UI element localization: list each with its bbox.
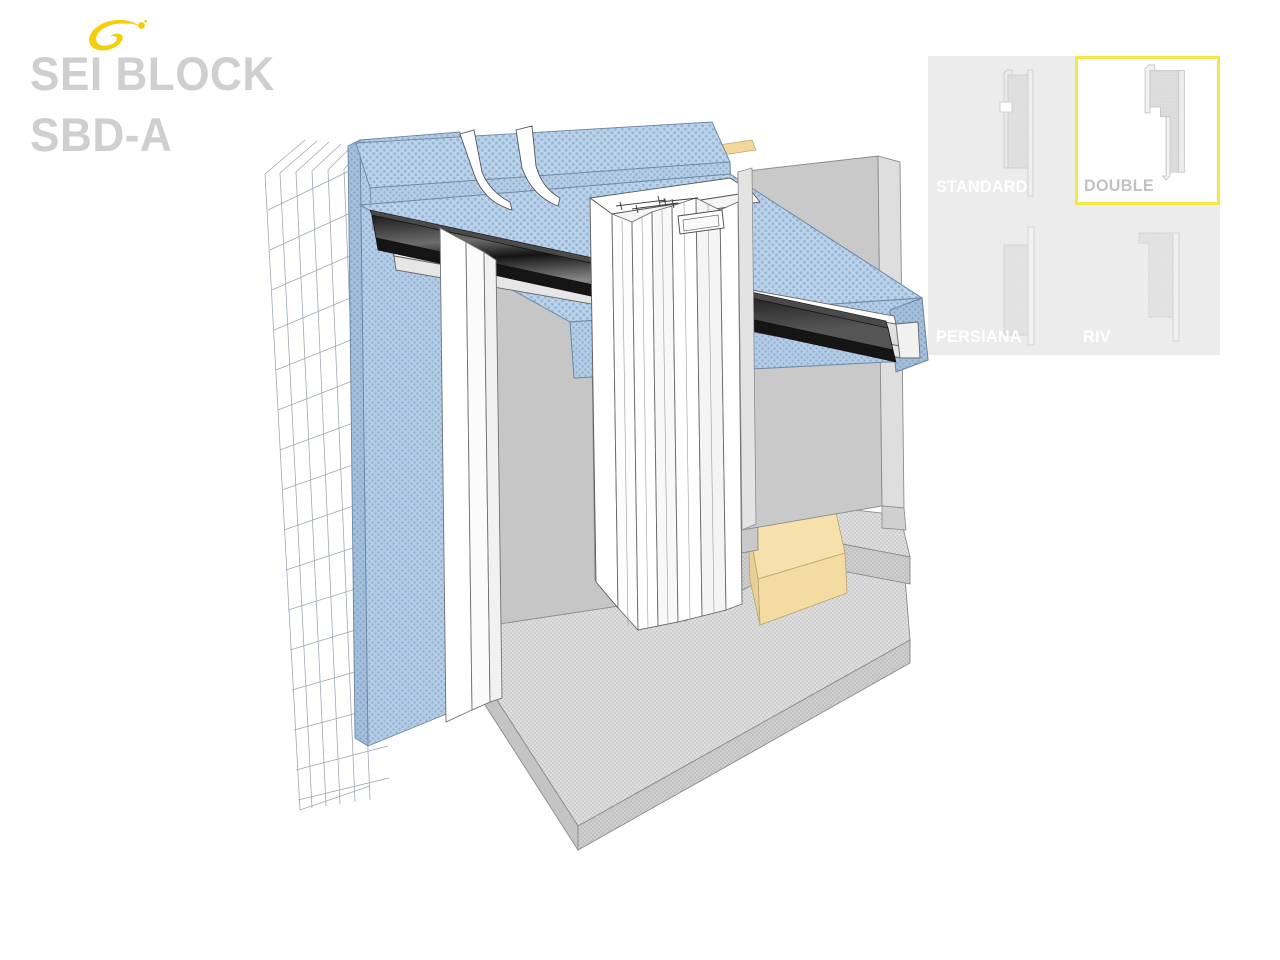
profile-standard-icon: [928, 56, 1075, 205]
lintel-profile: [459, 125, 561, 211]
model-viewport[interactable]: [260, 110, 940, 870]
variant-cell-riv[interactable]: RIV: [1075, 205, 1220, 355]
variant-selector-panel[interactable]: STANDARD DOUBL: [928, 56, 1220, 355]
brand-model: SBD-A: [30, 108, 173, 161]
brand-block: SEI BLOCK SBD-A: [30, 14, 450, 164]
profile-double-icon: [1078, 59, 1217, 202]
profile-riv-icon: [1075, 205, 1220, 355]
variant-cell-standard[interactable]: STANDARD: [928, 56, 1075, 205]
door-jamb-profile: [588, 177, 761, 632]
profile-persiana-icon: [928, 205, 1075, 355]
sei-block-swoosh-logo-icon: [85, 16, 149, 62]
variant-cell-double[interactable]: DOUBLE: [1075, 56, 1220, 205]
brand-name: SEI BLOCK: [30, 47, 275, 100]
wall-block: [737, 167, 757, 531]
door-jamb-profile: [439, 227, 503, 723]
variant-cell-persiana[interactable]: PERSIANA: [928, 205, 1075, 355]
